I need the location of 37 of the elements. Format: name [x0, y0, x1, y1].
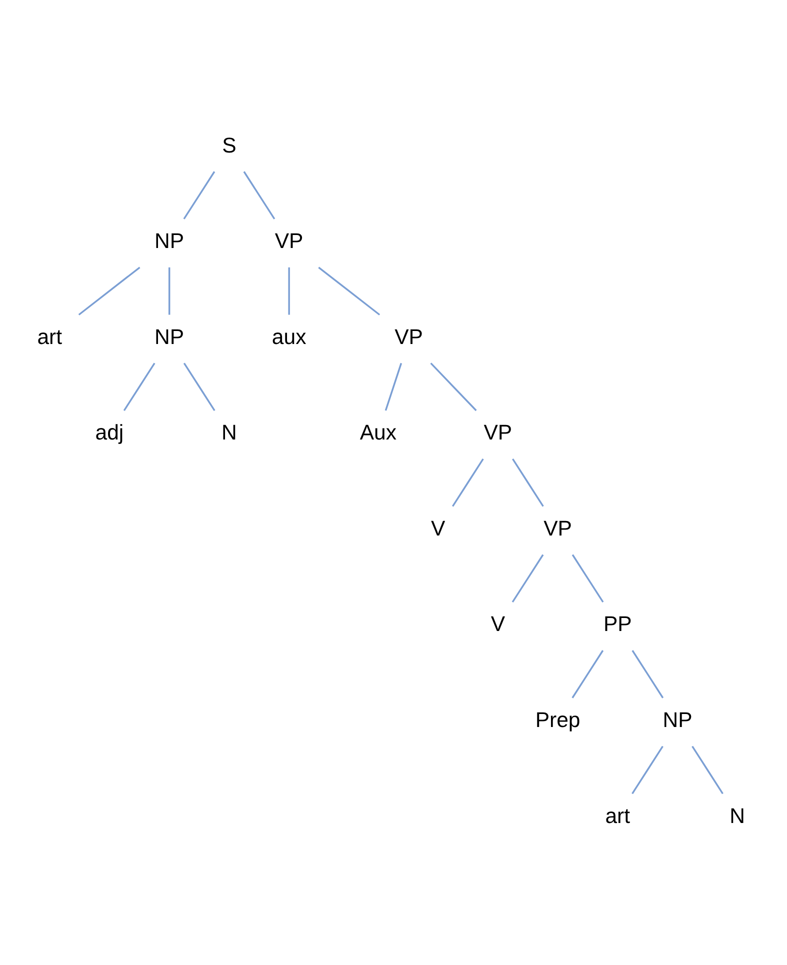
connector: [183, 171, 216, 220]
connector: [512, 554, 544, 603]
connector: [572, 554, 604, 603]
node-text: V: [490, 612, 506, 636]
node-text: S: [222, 133, 236, 158]
connector: [512, 458, 544, 507]
connector: [632, 650, 664, 698]
node-text: VP: [544, 516, 572, 540]
connector: [243, 171, 276, 220]
node-text: Prep: [535, 708, 580, 732]
node-text: N: [730, 804, 746, 828]
node-text: NP: [154, 229, 184, 254]
node-text: N: [222, 420, 237, 445]
node-text: VP: [274, 229, 304, 254]
connector: [384, 362, 402, 411]
connector: [572, 650, 604, 698]
node-text: NP: [662, 708, 692, 732]
node-text: adj: [95, 420, 124, 445]
node-text: art: [37, 324, 62, 349]
connector: [430, 362, 477, 412]
node-text: VP: [394, 324, 423, 349]
connector: [318, 266, 380, 316]
node-text: VP: [484, 420, 512, 445]
connector: [452, 458, 484, 507]
node-text: PP: [603, 612, 632, 636]
node-text: aux: [272, 324, 306, 349]
node-text: V: [430, 516, 446, 540]
connector: [692, 746, 724, 794]
connector: [632, 746, 664, 794]
connector: [123, 362, 156, 411]
node-text: art: [605, 804, 630, 828]
connector: [183, 362, 216, 411]
node-text: Aux: [360, 420, 397, 445]
node-text: NP: [154, 324, 184, 349]
connector: [78, 266, 140, 316]
connector: [288, 267, 290, 315]
connector: [168, 267, 170, 315]
